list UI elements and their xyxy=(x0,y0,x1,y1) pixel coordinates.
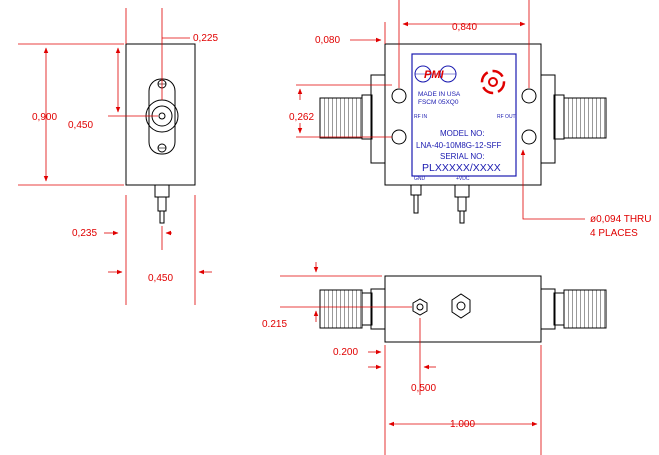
right-flange xyxy=(540,74,556,164)
dim-connector-offset: 0,450 xyxy=(68,120,93,131)
bottom-left-sma-thread xyxy=(319,289,363,329)
sma-center-pin xyxy=(158,112,166,120)
svg-text:PMI: PMI xyxy=(424,69,445,81)
pmi-logo: PMI xyxy=(414,65,457,83)
side-view xyxy=(125,43,196,224)
serial-value: PLXXXXX/XXXX xyxy=(422,162,501,174)
dim-bottom-edge-offset: 0.200 xyxy=(333,347,358,358)
label-panel xyxy=(411,53,517,177)
dim-hole-vertical: 0,262 xyxy=(289,112,314,123)
dim-bottom-terminal: 0,500 xyxy=(411,383,436,394)
right-sma-thread xyxy=(563,97,607,139)
left-sma-thread xyxy=(319,97,363,139)
model-label: MODEL NO: xyxy=(440,129,485,138)
bottom-right-sma-thread xyxy=(563,289,607,329)
serial-label: SERIAL NO: xyxy=(440,152,485,161)
fscm-text: FSCM 05XQ0 xyxy=(418,99,459,106)
vdc-label: +VDC xyxy=(456,176,470,182)
bottom-view xyxy=(319,275,607,343)
rf-out-label: RF OUT xyxy=(497,114,516,120)
made-in-text: MADE IN USA xyxy=(418,91,461,98)
rf-in-label: RF IN xyxy=(414,114,427,120)
vdc-hex-terminal xyxy=(451,293,471,319)
gnd-pin xyxy=(410,184,422,196)
mounting-hole-bottom-left xyxy=(391,129,407,145)
top-view-dimensions: 0,080 0,840 0,262 ø0,094 THRU 4 PLACES xyxy=(289,0,652,239)
hole-note-line2: 4 PLACES xyxy=(590,228,638,239)
dim-hole-edge-offset: 0,080 xyxy=(315,35,340,46)
dim-side-width: 0,225 xyxy=(193,33,218,44)
model-value: LNA-40-10M8G-12-SFF xyxy=(416,141,501,150)
side-view-body xyxy=(125,43,196,186)
gnd-hex-terminal xyxy=(412,298,428,316)
left-flange xyxy=(370,74,386,164)
dim-bottom-height: 0.215 xyxy=(262,319,287,330)
mounting-hole-top-left xyxy=(391,88,407,104)
side-pin-base xyxy=(154,184,170,198)
dim-side-base-width: 0,450 xyxy=(148,273,173,284)
dim-pin-offset: 0,235 xyxy=(72,228,97,239)
vdc-pin xyxy=(454,184,470,198)
dim-bottom-length: 1.000 xyxy=(450,419,475,430)
mounting-hole-top-right xyxy=(521,88,537,104)
dim-side-height: 0,900 xyxy=(32,112,57,123)
side-view-dimensions: 0,225 0,900 0,450 0,235 0,450 xyxy=(18,8,218,305)
bottom-view-dimensions: 0.215 0.200 0,500 1.000 xyxy=(262,262,542,455)
company-symbol-icon xyxy=(480,69,506,95)
top-view: PMI MADE IN USA FSCM 05XQ0 RF IN RF OUT … xyxy=(319,43,607,224)
dim-hole-spacing: 0,840 xyxy=(452,22,477,33)
mounting-hole-bottom-right xyxy=(521,129,537,145)
hole-note-line1: ø0,094 THRU xyxy=(590,214,652,225)
gnd-label: GND xyxy=(414,176,426,182)
